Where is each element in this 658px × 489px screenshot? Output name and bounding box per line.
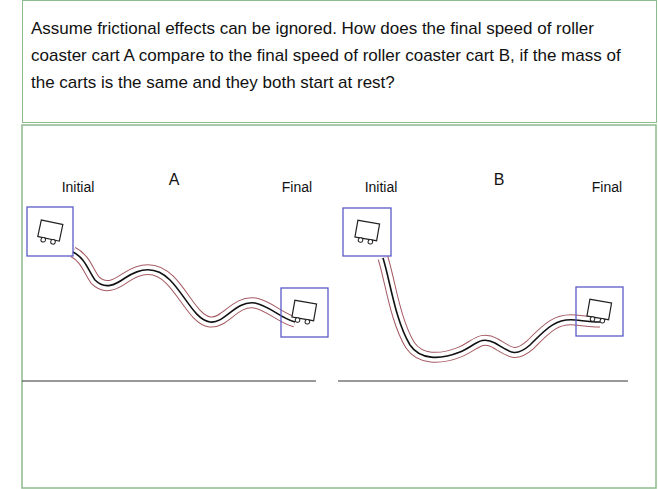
ground-line <box>338 381 628 382</box>
position-box <box>576 287 623 336</box>
cart <box>291 300 316 325</box>
track-line <box>383 258 600 357</box>
track-outline <box>383 258 600 357</box>
panel-letter: A <box>169 171 180 189</box>
position-label: Final <box>592 179 622 195</box>
ground-line <box>22 381 316 382</box>
track-outline <box>73 252 295 322</box>
track-b <box>383 258 600 357</box>
position-label: Final <box>282 179 312 195</box>
cart <box>37 220 63 245</box>
position-box <box>281 288 328 337</box>
track-a <box>73 252 295 322</box>
panel-letter: B <box>494 171 505 189</box>
track-line <box>73 252 295 322</box>
position-label: Initial <box>62 179 95 195</box>
question-box: Assume frictional effects can be ignored… <box>22 0 657 123</box>
question-text: Assume frictional effects can be ignored… <box>31 15 648 96</box>
cart <box>354 220 379 245</box>
position-box <box>343 208 391 256</box>
diagram-panel <box>22 125 656 488</box>
position-label: Initial <box>365 179 398 195</box>
track-fill <box>73 252 295 322</box>
position-box <box>27 207 73 256</box>
track-fill <box>383 258 600 357</box>
cart <box>586 299 611 324</box>
